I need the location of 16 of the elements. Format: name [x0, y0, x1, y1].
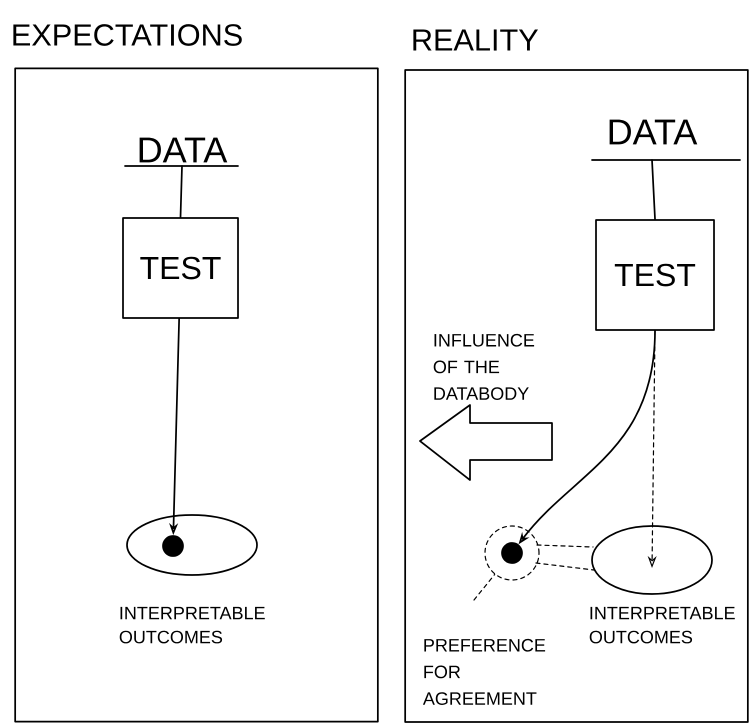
- node-label: INTERPRETABLE OUTCOMES: [120, 606, 265, 644]
- test-box: TEST: [595, 219, 715, 331]
- node-label: REALITY: [413, 29, 538, 51]
- connector-line: [180, 165, 183, 218]
- dot: [501, 542, 523, 564]
- dot: [162, 535, 184, 557]
- connector-line: [473, 574, 496, 601]
- test-box: TEST: [122, 217, 239, 319]
- note-text: PREFERENCE FOR AGREEMENT: [422, 638, 546, 705]
- data-label: DATA: [124, 138, 239, 167]
- node-label: INTERPRETABLE OUTCOMES: [590, 606, 735, 644]
- node-label: EXPECTATIONS: [13, 24, 242, 46]
- connector-line: [651, 159, 656, 220]
- dashed-outline: [484, 525, 595, 581]
- data-label: DATA: [591, 120, 741, 161]
- annotation-text: INFLUENCE OF THE DATABODY: [434, 334, 534, 400]
